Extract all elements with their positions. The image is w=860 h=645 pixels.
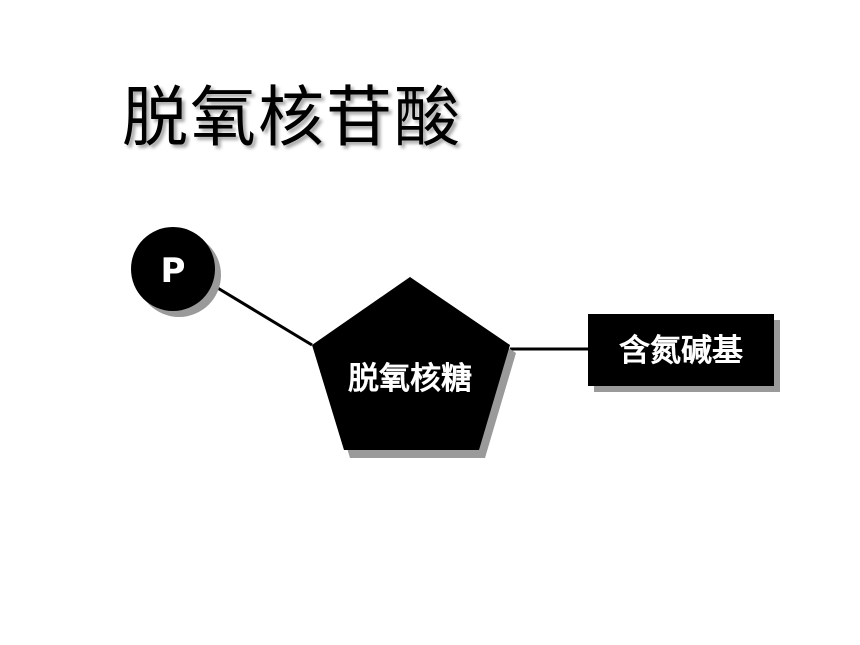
- phosphate-sugar-bond: [215, 285, 313, 347]
- deoxyribose-group: 脱氧核糖: [312, 277, 516, 458]
- nitrogenous-base-group: 含氮碱基: [588, 314, 780, 392]
- page-title: 脱氧核苷酸: [122, 79, 462, 156]
- phosphate-label: P: [161, 251, 186, 291]
- deoxyribose-pentagon: [312, 277, 510, 450]
- nitrogenous-base-box: [588, 314, 774, 386]
- nitrogenous-base-label: 含氮碱基: [619, 333, 743, 369]
- phosphate-group: P: [131, 227, 221, 317]
- phosphate-circle: [131, 227, 215, 311]
- deoxyribose-label: 脱氧核糖: [348, 361, 472, 397]
